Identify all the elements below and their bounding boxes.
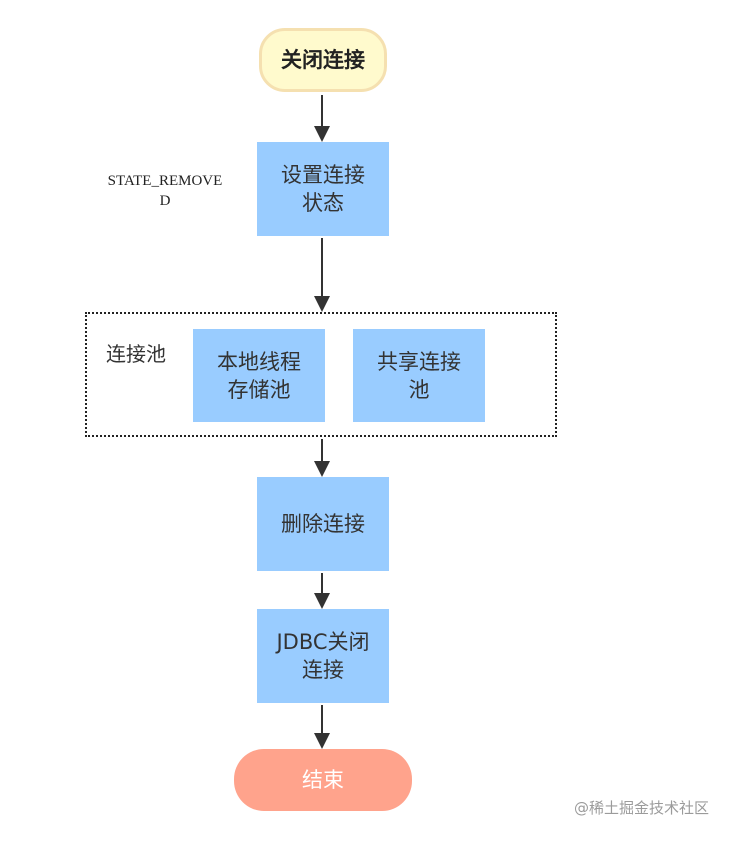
end-node: 结束 [234, 749, 412, 811]
connection-pool-group [85, 312, 557, 437]
delete-connection-node: 删除连接 [257, 477, 389, 571]
set-connection-state-node: 设置连接 状态 [257, 142, 389, 236]
shared-connection-pool-node: 共享连接 池 [353, 329, 485, 422]
start-node-close-connection: 关闭连接 [259, 28, 387, 92]
local-thread-storage-pool-node: 本地线程 存储池 [193, 329, 325, 422]
watermark-text: @稀土掘金技术社区 [574, 799, 710, 817]
connection-pool-group-label: 连接池 [106, 342, 166, 366]
state-removed-annotation: STATE_REMOVE D [107, 173, 223, 209]
jdbc-close-connection-node: JDBC关闭 连接 [257, 609, 389, 703]
